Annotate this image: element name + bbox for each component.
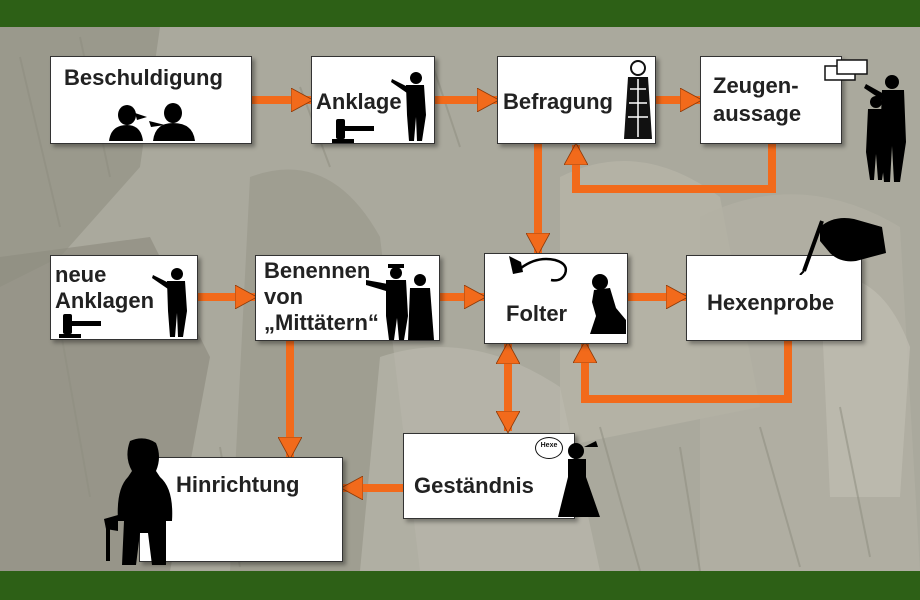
- whispering-people-icon: [109, 103, 195, 141]
- node-hinrichtung: Hinrichtung: [139, 457, 343, 562]
- node-befragung: Befragung: [497, 56, 656, 144]
- speech-bubble-text: Hexe: [540, 442, 558, 449]
- node-label: Folter: [506, 301, 568, 326]
- node-label: Anklage: [316, 89, 402, 114]
- node-hexenprobe: Hexenprobe: [686, 255, 862, 341]
- diagram-canvas: Beschuldigung Anklage: [0, 27, 920, 571]
- node-label-line1: neue: [55, 262, 107, 287]
- node-label: Beschuldigung: [64, 65, 223, 90]
- node-folter: Folter: [484, 253, 628, 344]
- node-neue-anklagen: neue Anklagen: [50, 255, 198, 340]
- witnesses-icon: [864, 75, 906, 182]
- speech-bubble-icon: Hexe: [535, 437, 563, 459]
- node-label: Hexenprobe: [707, 290, 835, 315]
- node-label-line3: „Mittätern“: [264, 310, 379, 335]
- node-gestaendnis: Geständnis: [403, 433, 575, 519]
- node-label-line1: Zeugen-: [713, 73, 799, 98]
- node-label-line2: Anklagen: [55, 288, 155, 313]
- top-green-band: [0, 0, 920, 27]
- node-label: Befragung: [503, 89, 613, 114]
- arrow-hexenprobe-folter: [585, 341, 792, 403]
- judge-pointing-icon: [152, 268, 187, 337]
- judge-pointing-icon: [391, 72, 426, 141]
- node-label-line2: von: [264, 284, 304, 309]
- guard-with-prisoner-icon: [366, 264, 434, 340]
- node-zeugenaussage: Zeugen- aussage: [700, 56, 842, 144]
- hand-with-pen-icon: [799, 218, 886, 275]
- gavel-icon: [59, 314, 101, 338]
- kneeling-woman-icon: [590, 274, 626, 334]
- node-label: Hinrichtung: [176, 472, 300, 497]
- arrow-zeugenaussage-befragung: [576, 140, 776, 193]
- node-anklage: Anklage: [311, 56, 435, 144]
- whip-icon: [509, 256, 568, 282]
- judge-robe-icon: [624, 60, 652, 139]
- executioner-icon: [104, 438, 173, 565]
- node-label-line2: aussage: [713, 101, 802, 126]
- bottom-green-band: [0, 571, 920, 600]
- node-label-line1: Benennen: [264, 258, 371, 283]
- gavel-icon: [332, 119, 374, 143]
- node-beschuldigung: Beschuldigung: [50, 56, 252, 144]
- woman-in-dress-icon: [558, 441, 600, 517]
- node-label: Geständnis: [414, 473, 534, 498]
- node-benennen-mittaeter: Benennen von „Mittätern“: [255, 255, 440, 341]
- speech-bubbles-icon: [824, 59, 868, 81]
- flow-arrows: [198, 27, 792, 571]
